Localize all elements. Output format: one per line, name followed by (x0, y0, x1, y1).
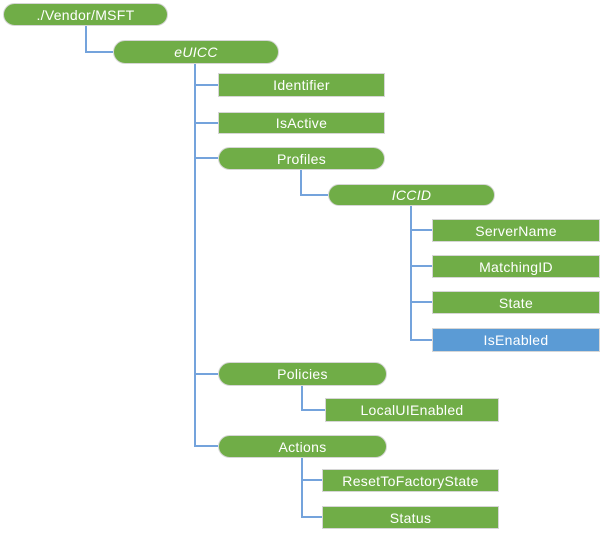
node-actions: Actions (218, 435, 387, 458)
connector-euicc-trunk (194, 63, 196, 447)
connector-branch-profiles (194, 157, 218, 159)
node-matchingid: MatchingID (432, 255, 600, 278)
connector-branch-identifier (194, 84, 218, 86)
connector-branch-isactive (194, 122, 218, 124)
node-vendor-msft: ./Vendor/MSFT (3, 3, 168, 26)
connector-branch-state (410, 301, 432, 303)
connector-branch-resettofactorystate (301, 479, 322, 481)
connector-profiles-to-iccid-horizontal (300, 194, 328, 196)
connector-branch-actions (194, 445, 218, 447)
node-isenabled: IsEnabled (432, 328, 600, 352)
connector-branch-servername (410, 229, 432, 231)
connector-vendor-to-euicc-horizontal (85, 51, 113, 53)
node-iccid: ICCID (328, 184, 495, 206)
node-resettofactorystate: ResetToFactoryState (322, 469, 499, 492)
node-status: Status (322, 506, 499, 529)
node-policies: Policies (218, 362, 387, 386)
node-euicc: eUICC (113, 40, 279, 64)
node-profiles: Profiles (218, 147, 385, 170)
connector-vendor-to-euicc-vertical (85, 25, 87, 53)
node-identifier: Identifier (218, 73, 385, 97)
node-servername: ServerName (432, 219, 600, 242)
connector-branch-matchingid (410, 265, 432, 267)
connector-branch-policies (194, 373, 218, 375)
connector-actions-trunk (301, 458, 303, 518)
connector-iccid-trunk (410, 206, 412, 340)
connector-branch-isenabled (410, 339, 432, 341)
node-isactive: IsActive (218, 112, 385, 134)
node-state: State (432, 291, 600, 314)
connector-policies-to-localuienabled-vertical (301, 386, 303, 411)
connector-branch-status (301, 516, 322, 518)
node-localuienabled: LocalUIEnabled (325, 398, 499, 422)
connector-policies-to-localuienabled-horizontal (301, 409, 325, 411)
connector-profiles-to-iccid-vertical (300, 170, 302, 196)
